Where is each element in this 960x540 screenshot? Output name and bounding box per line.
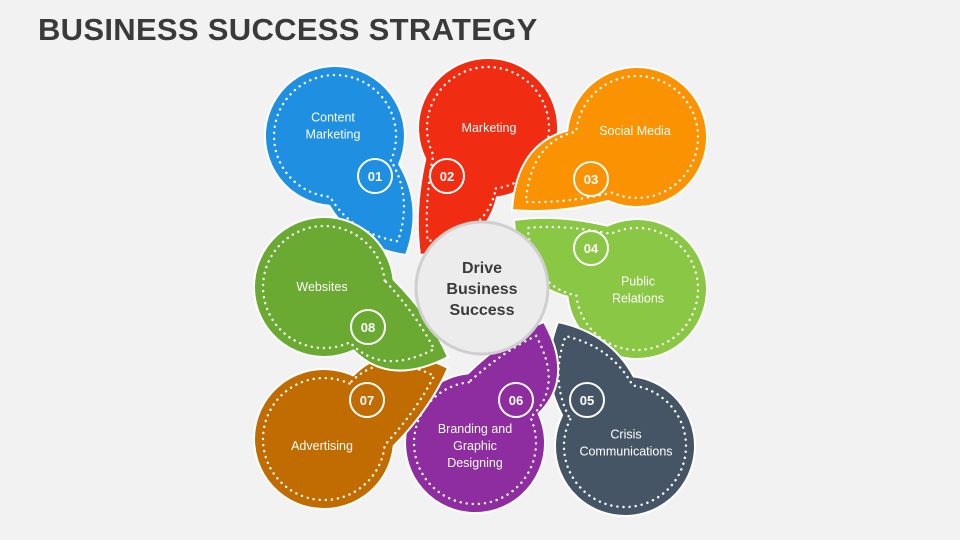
petal-label-line: Content: [311, 111, 355, 125]
number-badge-text: 03: [584, 172, 598, 187]
petal-label-line: Relations: [612, 292, 664, 306]
petal-label: Websites: [296, 280, 347, 294]
petal-label-line: Marketing: [462, 121, 517, 135]
petal-label-line: Social Media: [599, 124, 671, 138]
number-badge: [573, 161, 609, 197]
number-badge: [498, 382, 534, 418]
petal-label: Advertising: [291, 439, 353, 453]
petal-label-line: Websites: [296, 280, 347, 294]
petal-dotted-border: [261, 224, 436, 363]
number-badge-text: 01: [368, 169, 382, 184]
center-label-line: Drive: [462, 260, 502, 277]
number-badge: [573, 230, 609, 266]
petal-label-line: Designing: [447, 456, 503, 470]
petal-dotted-border: [412, 334, 550, 506]
page-title: BUSINESS SUCCESS STRATEGY: [38, 12, 538, 47]
number-badge-text: 04: [584, 241, 599, 256]
number-badge: [569, 382, 605, 418]
petal-dotted-border: [557, 334, 688, 509]
petal-dotted-border: [526, 225, 700, 352]
petal-label-line: Branding and: [438, 422, 512, 436]
number-badge-text: 02: [440, 169, 454, 184]
petal-shape: [253, 215, 450, 372]
number-badge: [429, 158, 465, 194]
petal-07: Advertising 07: [253, 353, 450, 511]
number-badge-text: 07: [360, 393, 374, 408]
petal-label-line: Graphic: [453, 439, 497, 453]
petal-shape: [253, 353, 450, 511]
petal-label-line: Public: [621, 275, 655, 289]
petal-dotted-border: [261, 363, 436, 502]
petal-label-line: Advertising: [291, 439, 353, 453]
petal-label-line: Communications: [579, 445, 672, 459]
number-badge: [349, 382, 385, 418]
number-badge-text: 06: [509, 393, 523, 408]
center-circle: [414, 220, 550, 356]
number-badge-text: 05: [580, 393, 594, 408]
number-badge: [350, 309, 386, 345]
number-badge-text: 08: [361, 320, 375, 335]
petal-label: Social Media: [599, 124, 671, 138]
petal-label-line: Crisis: [610, 428, 641, 442]
petal-shape: [548, 320, 696, 517]
petal-shape: [263, 65, 415, 257]
petal-label: Marketing: [462, 121, 517, 135]
petal-03: Social Media 03: [510, 66, 708, 213]
petal-dotted-border: [272, 73, 406, 243]
petal-08: Websites 08: [253, 215, 450, 372]
center-label-line: Success: [450, 302, 515, 319]
petal-dotted-border: [524, 74, 700, 204]
number-badge: [357, 158, 393, 194]
center-label-line: Business: [446, 281, 517, 298]
petal-label-line: Marketing: [306, 128, 361, 142]
petal-shape: [510, 66, 708, 213]
